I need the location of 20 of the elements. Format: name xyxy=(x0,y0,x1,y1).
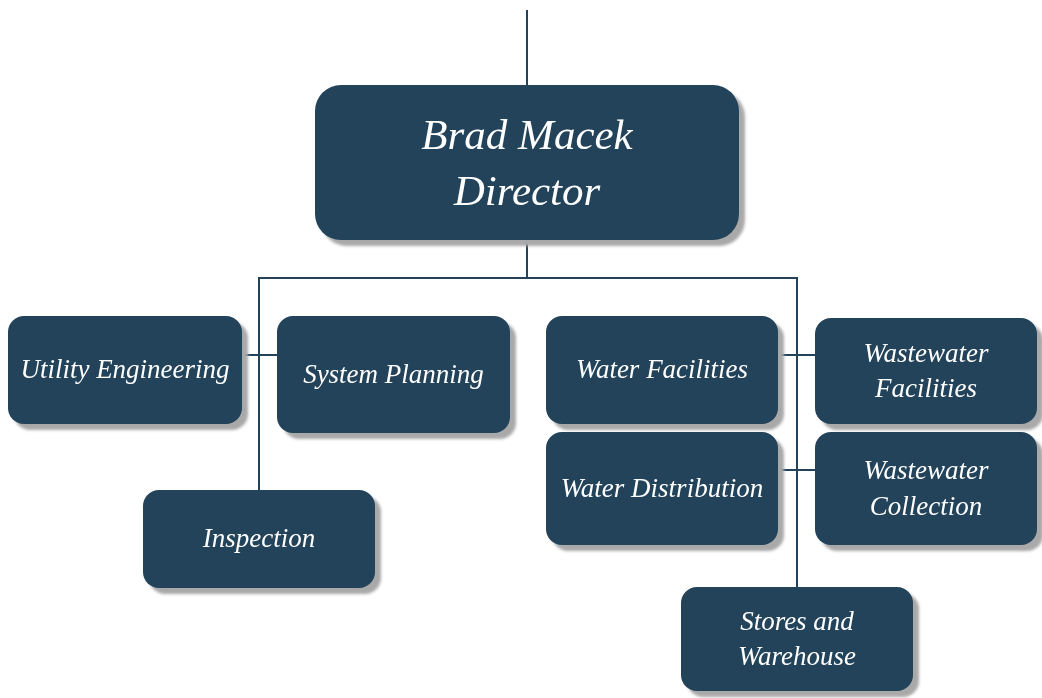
department-name: Wastewater Facilities xyxy=(862,336,990,405)
org-box xyxy=(546,432,778,545)
org-box xyxy=(8,316,242,424)
org-box xyxy=(315,85,739,240)
department-name: Inspection xyxy=(202,522,316,556)
person-name: Brad Macek xyxy=(421,109,633,160)
org-box xyxy=(546,316,778,424)
org-box xyxy=(681,587,913,691)
org-box xyxy=(143,490,375,588)
org-box xyxy=(815,432,1037,545)
department-name: System Planning xyxy=(303,357,484,391)
department-name: Stores and Warehouse xyxy=(737,604,857,673)
org-box xyxy=(277,316,510,433)
job-title: Director xyxy=(453,165,601,216)
department-name: Utility Engineering xyxy=(20,353,230,387)
org-box xyxy=(815,318,1037,424)
department-name: Water Facilities xyxy=(575,353,749,387)
department-name: Water Distribution xyxy=(560,471,764,505)
connector-line xyxy=(526,9,528,86)
department-name: Wastewater Collection xyxy=(862,454,990,523)
